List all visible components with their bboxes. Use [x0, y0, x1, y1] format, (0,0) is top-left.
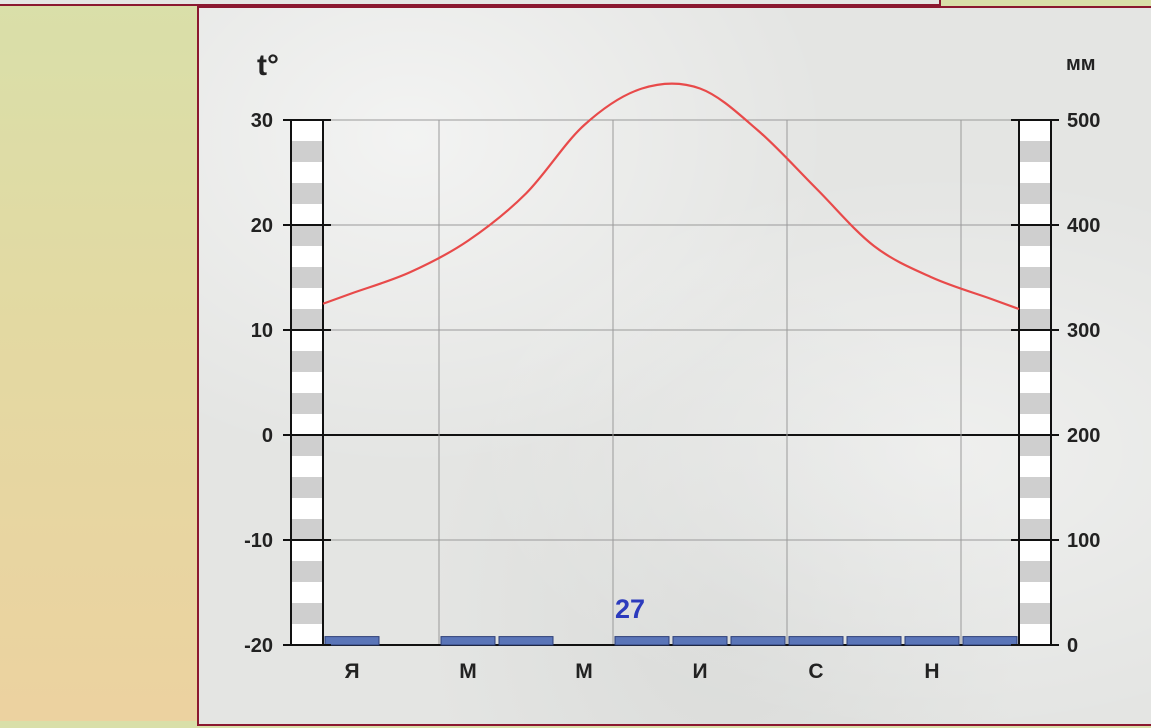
- scale-stripe: [291, 540, 323, 561]
- precipitation-tick-label: 300: [1067, 320, 1100, 342]
- scale-stripe: [1019, 477, 1051, 498]
- scale-stripe: [291, 309, 323, 330]
- temperature-scale-column: [283, 119, 331, 646]
- scale-stripe: [1019, 582, 1051, 603]
- scale-stripe: [1019, 498, 1051, 519]
- scale-stripe: [1019, 414, 1051, 435]
- scale-stripe: [291, 162, 323, 183]
- scale-stripe: [1019, 267, 1051, 288]
- scale-stripe: [291, 267, 323, 288]
- precipitation-tick-label: 500: [1067, 110, 1100, 132]
- grid-layer: [291, 119, 1051, 646]
- scale-stripe: [1019, 372, 1051, 393]
- temperature-tick-label: 0: [262, 425, 273, 447]
- month-label: М: [459, 660, 477, 683]
- scale-stripe: [291, 183, 323, 204]
- month-label: И: [692, 660, 707, 683]
- scale-stripe: [291, 141, 323, 162]
- precipitation-tick-label: 200: [1067, 425, 1100, 447]
- top-frame: [0, 0, 941, 6]
- month-label: М: [575, 660, 593, 683]
- temperature-line: [322, 82, 1020, 311]
- scale-stripe: [291, 225, 323, 246]
- precipitation-bar: [672, 636, 728, 646]
- scale-stripe: [291, 288, 323, 309]
- month-label: Н: [924, 660, 939, 683]
- precipitation-bar: [962, 636, 1018, 646]
- precipitation-scale-column: [1011, 119, 1059, 646]
- precipitation-bar: [904, 636, 960, 646]
- scale-stripe: [1019, 183, 1051, 204]
- axis-columns: [283, 119, 1059, 646]
- scale-stripe: [291, 561, 323, 582]
- precipitation-bar: [730, 636, 786, 646]
- scale-stripe: [291, 435, 323, 456]
- precipitation-tick-label: 0: [1067, 635, 1078, 657]
- precipitation-tick-label: 100: [1067, 530, 1100, 552]
- scale-stripe: [291, 330, 323, 351]
- precipitation-bar: [846, 636, 902, 646]
- scale-stripe: [291, 498, 323, 519]
- temperature-axis-title: t°: [257, 49, 279, 82]
- scale-stripe: [291, 624, 323, 645]
- scale-stripe: [1019, 456, 1051, 477]
- precipitation-bar: [614, 636, 670, 646]
- scale-stripe: [1019, 540, 1051, 561]
- precipitation-bar: [788, 636, 844, 646]
- scale-stripe: [291, 351, 323, 372]
- scale-stripe: [1019, 603, 1051, 624]
- precipitation-axis-title: мм: [1066, 53, 1096, 75]
- scale-stripe: [1019, 561, 1051, 582]
- scale-stripe: [291, 204, 323, 225]
- scale-stripe: [1019, 225, 1051, 246]
- scale-column-border: [290, 119, 324, 646]
- temperature-tick-label: 30: [251, 110, 273, 132]
- scale-stripe: [291, 603, 323, 624]
- month-label: Я: [344, 660, 359, 683]
- temperature-tick-label: -20: [244, 635, 273, 657]
- precipitation-bars: [324, 636, 1018, 646]
- scale-stripe: [291, 120, 323, 141]
- temperature-tick-label: -10: [244, 530, 273, 552]
- temperature-tick-label: 10: [251, 320, 273, 342]
- scale-stripe: [1019, 204, 1051, 225]
- temperature-curve: [322, 82, 1020, 311]
- scale-stripe: [1019, 309, 1051, 330]
- scale-stripe: [1019, 519, 1051, 540]
- scale-stripe: [1019, 288, 1051, 309]
- scale-stripe: [1019, 162, 1051, 183]
- temperature-tick-label: 20: [251, 215, 273, 237]
- scale-column-border: [1018, 119, 1052, 646]
- scale-stripe: [291, 477, 323, 498]
- scale-stripe: [1019, 141, 1051, 162]
- precipitation-bar: [324, 636, 380, 646]
- scale-stripe: [291, 393, 323, 414]
- scale-stripe: [1019, 246, 1051, 267]
- data-label-27: 27: [615, 594, 645, 624]
- scale-stripe: [291, 519, 323, 540]
- scale-stripe: [1019, 435, 1051, 456]
- scale-stripe: [1019, 624, 1051, 645]
- scale-stripe: [1019, 330, 1051, 351]
- scale-stripe: [1019, 120, 1051, 141]
- scale-stripe: [291, 582, 323, 603]
- month-label: С: [808, 660, 823, 683]
- precipitation-tick-label: 400: [1067, 215, 1100, 237]
- scale-stripe: [1019, 351, 1051, 372]
- scale-stripe: [291, 456, 323, 477]
- scale-stripe: [291, 246, 323, 267]
- scale-stripe: [291, 414, 323, 435]
- precipitation-bar: [440, 636, 496, 646]
- scale-stripe: [291, 372, 323, 393]
- scale-stripe: [1019, 393, 1051, 414]
- precipitation-bar: [498, 636, 554, 646]
